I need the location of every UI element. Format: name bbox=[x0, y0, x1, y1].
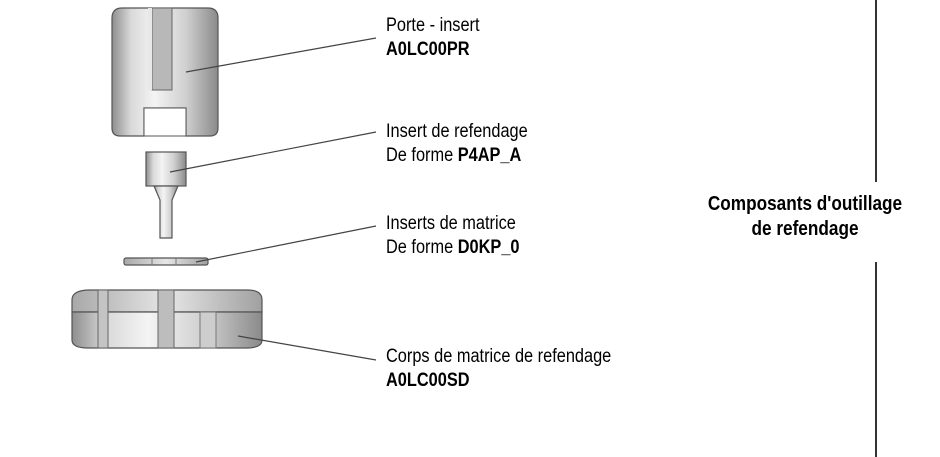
porte-insert-part bbox=[111, 7, 219, 137]
side-title-line2: de refendage bbox=[751, 218, 859, 240]
component-name: Corps de matrice de refendage bbox=[386, 346, 612, 367]
leader-lines bbox=[169, 37, 377, 361]
component-code: P4AP_A bbox=[457, 145, 522, 166]
label-inserts-matrice: Inserts de matrice De forme D0KP_0 bbox=[386, 212, 520, 260]
corps-matrice-part bbox=[71, 289, 263, 349]
side-title-line1: Composants d'outillage bbox=[707, 193, 903, 215]
label-insert-refendage: Insert de refendage De forme P4AP_A bbox=[386, 120, 528, 168]
component-name: Porte - insert bbox=[386, 15, 480, 36]
component-name: Inserts de matrice bbox=[386, 213, 516, 234]
component-code: A0LC00PR bbox=[386, 39, 470, 60]
label-porte-insert: Porte - insert A0LC00PR bbox=[386, 14, 480, 62]
component-code: A0LC00SD bbox=[386, 370, 470, 391]
insert-refendage-part bbox=[145, 151, 187, 239]
component-prefix: De forme bbox=[386, 237, 458, 258]
side-title: Composants d'outillage de refendage bbox=[680, 192, 929, 242]
component-name: Insert de refendage bbox=[386, 121, 528, 142]
label-corps-matrice: Corps de matrice de refendage A0LC00SD bbox=[386, 345, 611, 393]
component-prefix: De forme bbox=[386, 145, 458, 166]
inserts-matrice-part bbox=[123, 257, 209, 266]
component-code: D0KP_0 bbox=[457, 237, 520, 258]
